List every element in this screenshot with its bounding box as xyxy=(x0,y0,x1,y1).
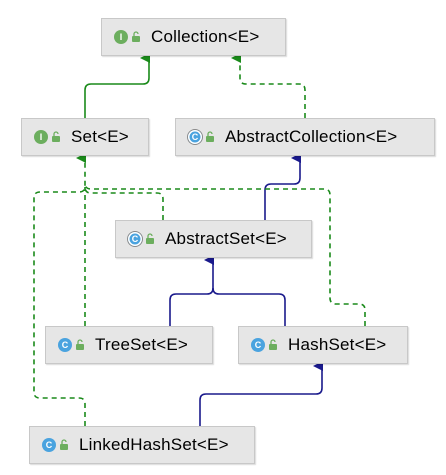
edge-set-collection xyxy=(84,53,150,118)
node-tree-set[interactable]: C TreeSet<E> xyxy=(45,326,213,364)
unlock-icon xyxy=(52,131,60,142)
node-label: LinkedHashSet<E> xyxy=(79,435,229,454)
interface-icon: I xyxy=(34,130,48,144)
edge-linkedhashset-hashset xyxy=(199,361,323,426)
node-label: TreeSet<E> xyxy=(95,335,189,354)
node-abstract-collection[interactable]: C AbstractCollection<E> xyxy=(175,118,435,156)
node-label: Set<E> xyxy=(71,127,129,146)
unlock-icon xyxy=(146,233,154,244)
node-hash-set[interactable]: C HashSet<E> xyxy=(238,326,408,364)
node-set[interactable]: I Set<E> xyxy=(21,118,149,156)
abstract-class-icon: C xyxy=(128,232,142,246)
node-abstract-set[interactable]: C AbstractSet<E> xyxy=(115,220,312,258)
unlock-icon xyxy=(76,339,84,350)
node-collection[interactable]: I Collection<E> xyxy=(101,18,286,56)
edge-abstractcollection-collection xyxy=(231,53,306,118)
abstract-class-icon: C xyxy=(188,130,202,144)
unlock-icon xyxy=(132,31,140,42)
class-icon: C xyxy=(42,438,56,452)
interface-icon: I xyxy=(114,30,128,44)
edge-abstractset-set xyxy=(84,186,164,220)
edge-hashset-abstractset xyxy=(212,287,286,326)
node-label: AbstractCollection<E> xyxy=(225,127,398,146)
node-label: AbstractSet<E> xyxy=(165,229,287,248)
edge-hashset-set xyxy=(84,182,366,326)
edge-treeset-abstractset xyxy=(169,255,214,326)
edge-linkedhashset-set xyxy=(33,153,86,426)
node-label: HashSet<E> xyxy=(288,335,387,354)
unlock-icon xyxy=(60,439,68,450)
class-icon: C xyxy=(251,338,265,352)
node-linked-hash-set[interactable]: C LinkedHashSet<E> xyxy=(29,426,255,464)
edge-abstractset-abstractcollection xyxy=(264,153,301,220)
unlock-icon xyxy=(269,339,277,350)
node-label: Collection<E> xyxy=(151,27,260,46)
class-icon: C xyxy=(58,338,72,352)
unlock-icon xyxy=(206,131,214,142)
